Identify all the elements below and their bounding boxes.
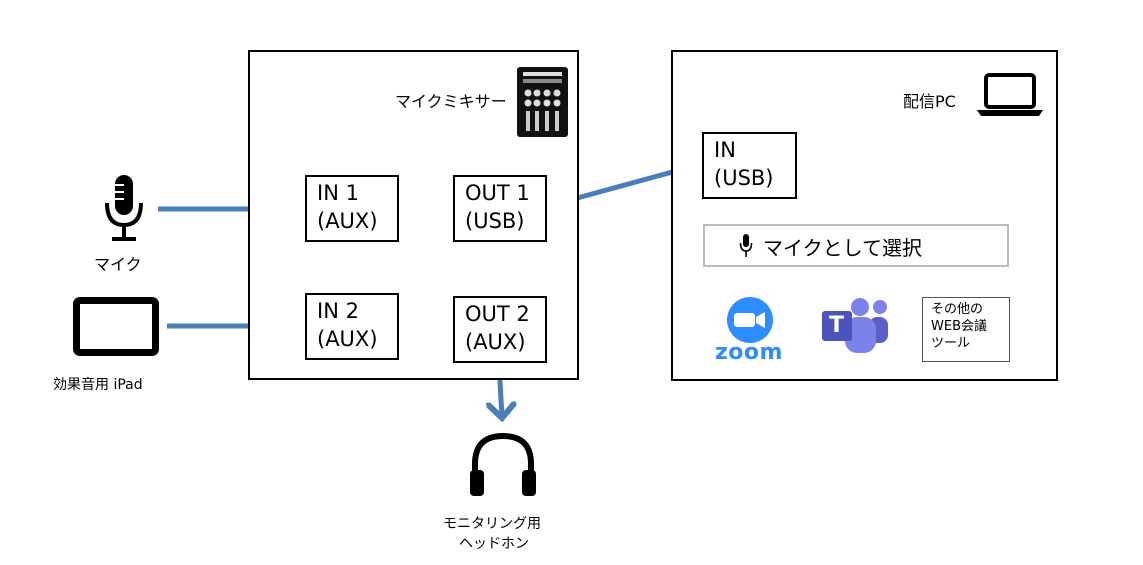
mic-label: マイク bbox=[94, 255, 142, 274]
ipad-label: 効果音用 iPad bbox=[53, 377, 143, 393]
out2-line2: (AUX) bbox=[465, 330, 526, 354]
teams-letter: T bbox=[829, 313, 845, 338]
other-tools-line2: WEB会議 bbox=[931, 319, 987, 334]
headphones-label-line1: モニタリング用 bbox=[443, 516, 541, 532]
out1-line2: (USB) bbox=[465, 209, 525, 233]
mixer-in2-port: IN 2 (AUX) bbox=[305, 293, 399, 360]
other-tools-box: その他の WEB会議 ツール bbox=[922, 297, 1010, 362]
mixer-device-icon bbox=[517, 67, 568, 137]
mixer-out1-port: OUT 1 (USB) bbox=[453, 175, 547, 242]
pc-in-line1: IN bbox=[714, 138, 736, 162]
microphone-source-icon bbox=[105, 175, 143, 241]
pc-title: 配信PC bbox=[903, 92, 956, 111]
headphones-icon bbox=[470, 432, 536, 496]
out1-line1: OUT 1 bbox=[465, 181, 530, 205]
teams-logo-icon bbox=[822, 298, 888, 353]
select-as-mic-label: マイクとして選択 bbox=[763, 236, 922, 260]
pc-in-port: IN (USB) bbox=[702, 132, 797, 199]
zoom-logo-icon bbox=[727, 297, 773, 343]
pc-in-line2: (USB) bbox=[714, 166, 774, 190]
in2-line1: IN 2 bbox=[317, 299, 359, 323]
select-as-mic-box: マイクとして選択 bbox=[703, 224, 1009, 267]
zoom-wordmark: zoom bbox=[715, 340, 783, 365]
in2-line2: (AUX) bbox=[317, 327, 378, 351]
in1-line2: (AUX) bbox=[317, 209, 378, 233]
microphone-icon bbox=[739, 234, 753, 257]
laptop-icon bbox=[977, 73, 1043, 116]
mixer-out2-port: OUT 2 (AUX) bbox=[453, 296, 547, 363]
other-tools-line3: ツール bbox=[931, 336, 971, 351]
headphones-label-line2: ヘッドホン bbox=[459, 536, 529, 552]
mixer-title: マイクミキサー bbox=[395, 92, 507, 111]
other-tools-line1: その他の bbox=[931, 302, 984, 317]
mixer-in1-port: IN 1 (AUX) bbox=[305, 175, 399, 242]
out2-line1: OUT 2 bbox=[465, 302, 530, 326]
tablet-icon bbox=[73, 297, 159, 356]
in1-line1: IN 1 bbox=[317, 181, 359, 205]
